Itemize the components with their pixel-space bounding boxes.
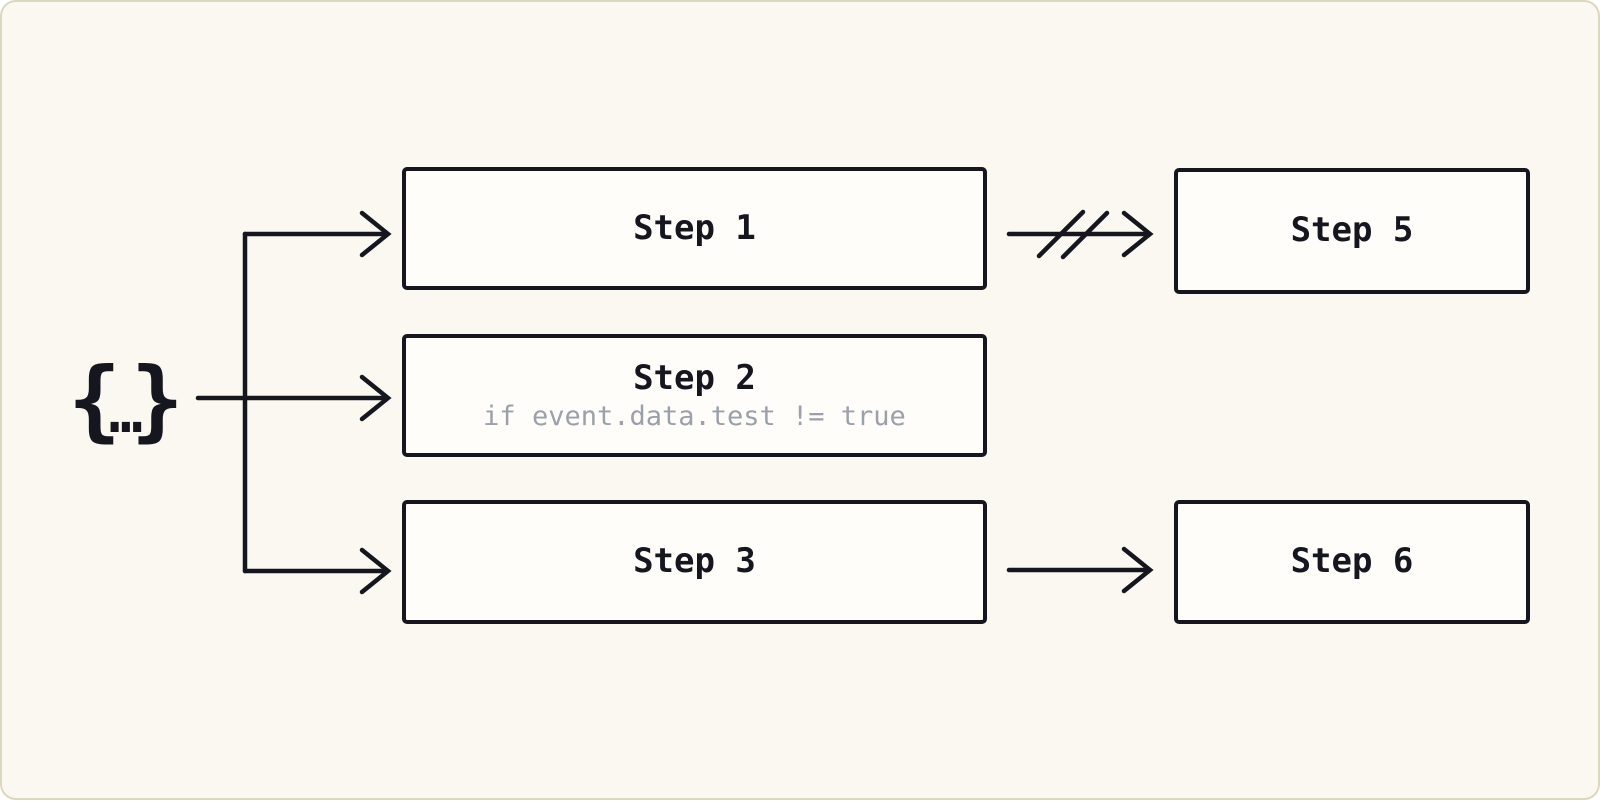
edge-step1-step5-broken-arrow — [1009, 212, 1150, 257]
node-step-6[interactable]: Step 6 — [1174, 500, 1530, 624]
edge-source-step2-arrow — [198, 377, 388, 419]
break-slash-icon — [1039, 212, 1083, 256]
node-label: Step 1 — [633, 209, 756, 248]
node-step-1[interactable]: Step 1 — [402, 167, 987, 290]
node-label: Step 3 — [633, 542, 756, 581]
event-object-node[interactable]: { … } — [68, 352, 184, 448]
node-label: Step 6 — [1291, 542, 1414, 581]
node-step-3[interactable]: Step 3 — [402, 500, 987, 624]
ellipsis-icon: … — [109, 386, 143, 442]
node-step-2[interactable]: Step 2 if event.data.test != true — [402, 334, 987, 457]
node-condition-text: if event.data.test != true — [483, 401, 906, 432]
edge-step3-step6-arrow — [1009, 549, 1150, 591]
edge-source-step3-arrow — [245, 550, 388, 592]
break-slash-icon — [1063, 213, 1107, 257]
node-label: Step 2 — [633, 359, 756, 398]
node-label: Step 5 — [1291, 211, 1414, 250]
node-step-5[interactable]: Step 5 — [1174, 168, 1530, 294]
edge-source-step1-arrow — [245, 213, 388, 255]
